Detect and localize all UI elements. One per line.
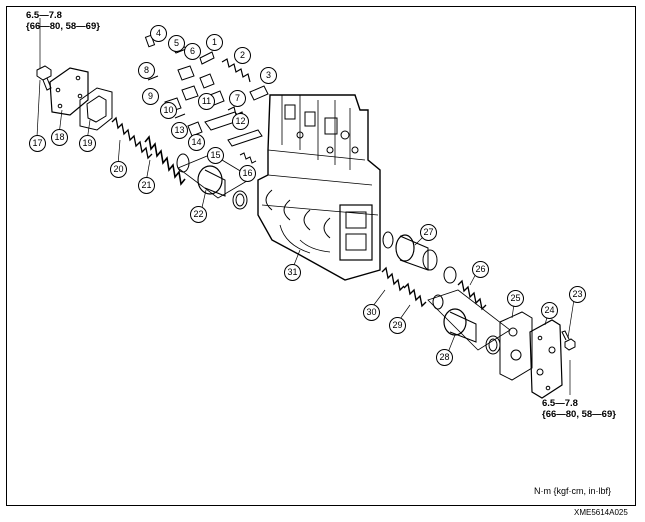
callout-5: 5 <box>168 35 185 52</box>
callout-22: 22 <box>190 206 207 223</box>
part-20-spring <box>111 116 153 160</box>
callout-29: 29 <box>389 317 406 334</box>
part-19-gasket <box>79 87 113 131</box>
callout-18: 18 <box>51 129 68 146</box>
part-24-cover <box>529 319 563 399</box>
torque-spec-bottom: 6.5—7.8 {66—80, 58—69} <box>542 398 616 420</box>
callout-16: 16 <box>239 165 256 182</box>
callout-2: 2 <box>234 47 251 64</box>
callout-23: 23 <box>569 286 586 303</box>
callout-31: 31 <box>284 264 301 281</box>
part-27-valve <box>382 231 457 284</box>
callout-19: 19 <box>79 135 96 152</box>
callout-6: 6 <box>184 43 201 60</box>
figure-code: XME5614A025 <box>574 508 628 517</box>
torque-top-value: 6.5—7.8 <box>26 10 62 21</box>
callout-3: 3 <box>260 67 277 84</box>
torque-bottom-value: 6.5—7.8 <box>542 398 578 409</box>
callout-26: 26 <box>472 261 489 278</box>
part-25-gasket <box>499 311 533 381</box>
valve-body <box>257 94 381 281</box>
callout-27: 27 <box>420 224 437 241</box>
callout-7: 7 <box>229 90 246 107</box>
callout-9: 9 <box>142 88 159 105</box>
part-30-spring <box>381 266 405 292</box>
callout-30: 30 <box>363 304 380 321</box>
callout-17: 17 <box>29 135 46 152</box>
part-29-spring <box>403 282 444 310</box>
callout-21: 21 <box>138 177 155 194</box>
callout-10: 10 <box>160 102 177 119</box>
part-21-spring <box>144 135 190 186</box>
callout-28: 28 <box>436 349 453 366</box>
callout-24: 24 <box>541 302 558 319</box>
callout-12: 12 <box>232 113 249 130</box>
torque-bottom-units: {66—80, 58—69} <box>542 409 616 420</box>
callout-14: 14 <box>188 134 205 151</box>
part-18-cover <box>49 67 89 116</box>
callout-8: 8 <box>138 62 155 79</box>
callout-13: 13 <box>171 122 188 139</box>
callout-15: 15 <box>207 147 224 164</box>
part-17-bolt <box>36 65 52 91</box>
callout-1: 1 <box>206 34 223 51</box>
callout-25: 25 <box>507 290 524 307</box>
callout-4: 4 <box>150 25 167 42</box>
callout-20: 20 <box>110 161 127 178</box>
torque-top-units: {66—80, 58—69} <box>26 21 100 32</box>
part-28-piston <box>427 289 511 355</box>
torque-spec-top: 6.5—7.8 {66—80, 58—69} <box>26 10 100 32</box>
units-note: N·m {kgf·cm, in·lbf} <box>534 486 612 496</box>
diagram-frame <box>6 6 636 506</box>
part-26-spring <box>457 279 487 311</box>
part-23-bolt <box>561 330 576 351</box>
callout-11: 11 <box>198 93 215 110</box>
